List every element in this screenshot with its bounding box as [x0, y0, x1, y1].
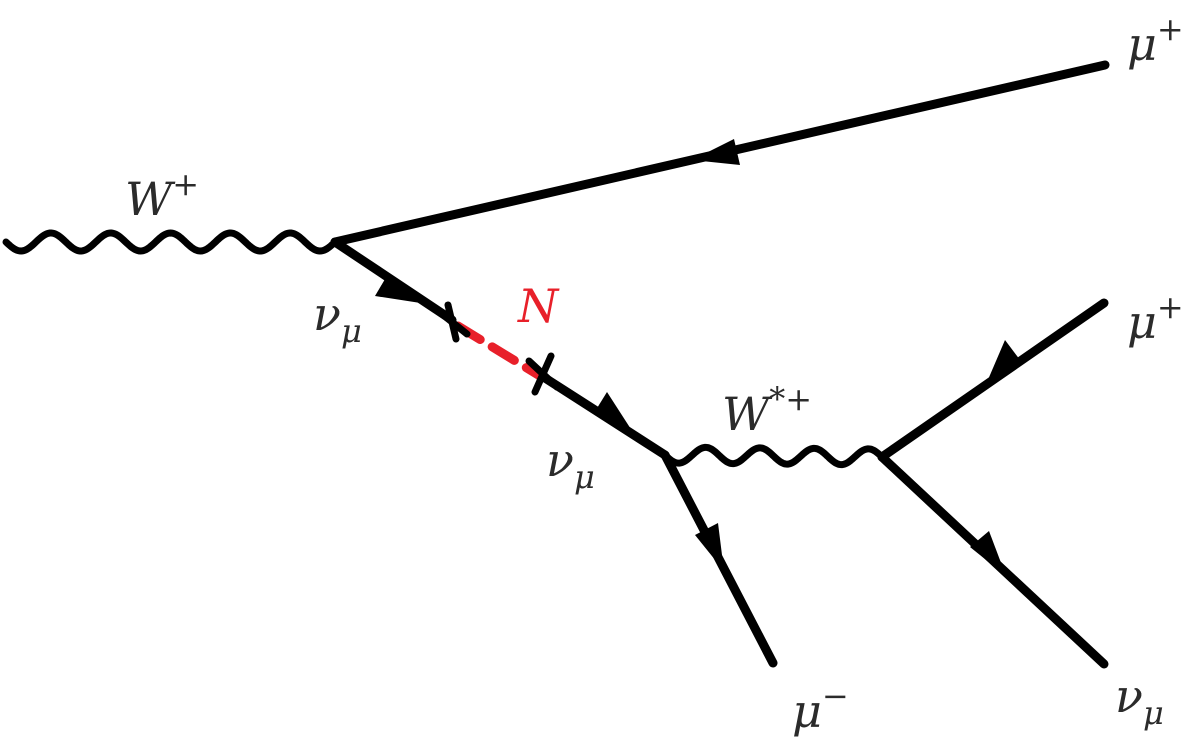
mixing-cross-1-icon [433, 301, 471, 343]
w-plus-boson-propagator [2, 229, 339, 255]
label-n: N [517, 279, 560, 333]
mu-plus-top-arrow-icon [692, 139, 740, 165]
w-star-boson-propagator [661, 443, 886, 469]
label-nu-mu-2: νμ [546, 433, 595, 496]
label-mu-plus-top: μ+ [1127, 10, 1184, 71]
mu-plus-right-arrow-icon [984, 340, 1020, 389]
label-w-star-plus: W*+ [722, 380, 812, 441]
sterile-neutrino-line [453, 321, 545, 381]
nu-mu-out-arrow-icon [970, 531, 1006, 576]
nu-mu-2-arrow-icon [594, 392, 636, 437]
label-mu-minus: μ− [792, 677, 849, 738]
label-nu-mu-out: νμ [1115, 669, 1164, 732]
label-mu-plus-right: μ+ [1127, 288, 1184, 349]
nu-mu-1-arrow-icon [375, 274, 427, 304]
label-w-plus: W+ [125, 165, 199, 226]
label-nu-mu-1: νμ [313, 287, 362, 350]
mu-minus-arrow-icon [695, 523, 724, 571]
